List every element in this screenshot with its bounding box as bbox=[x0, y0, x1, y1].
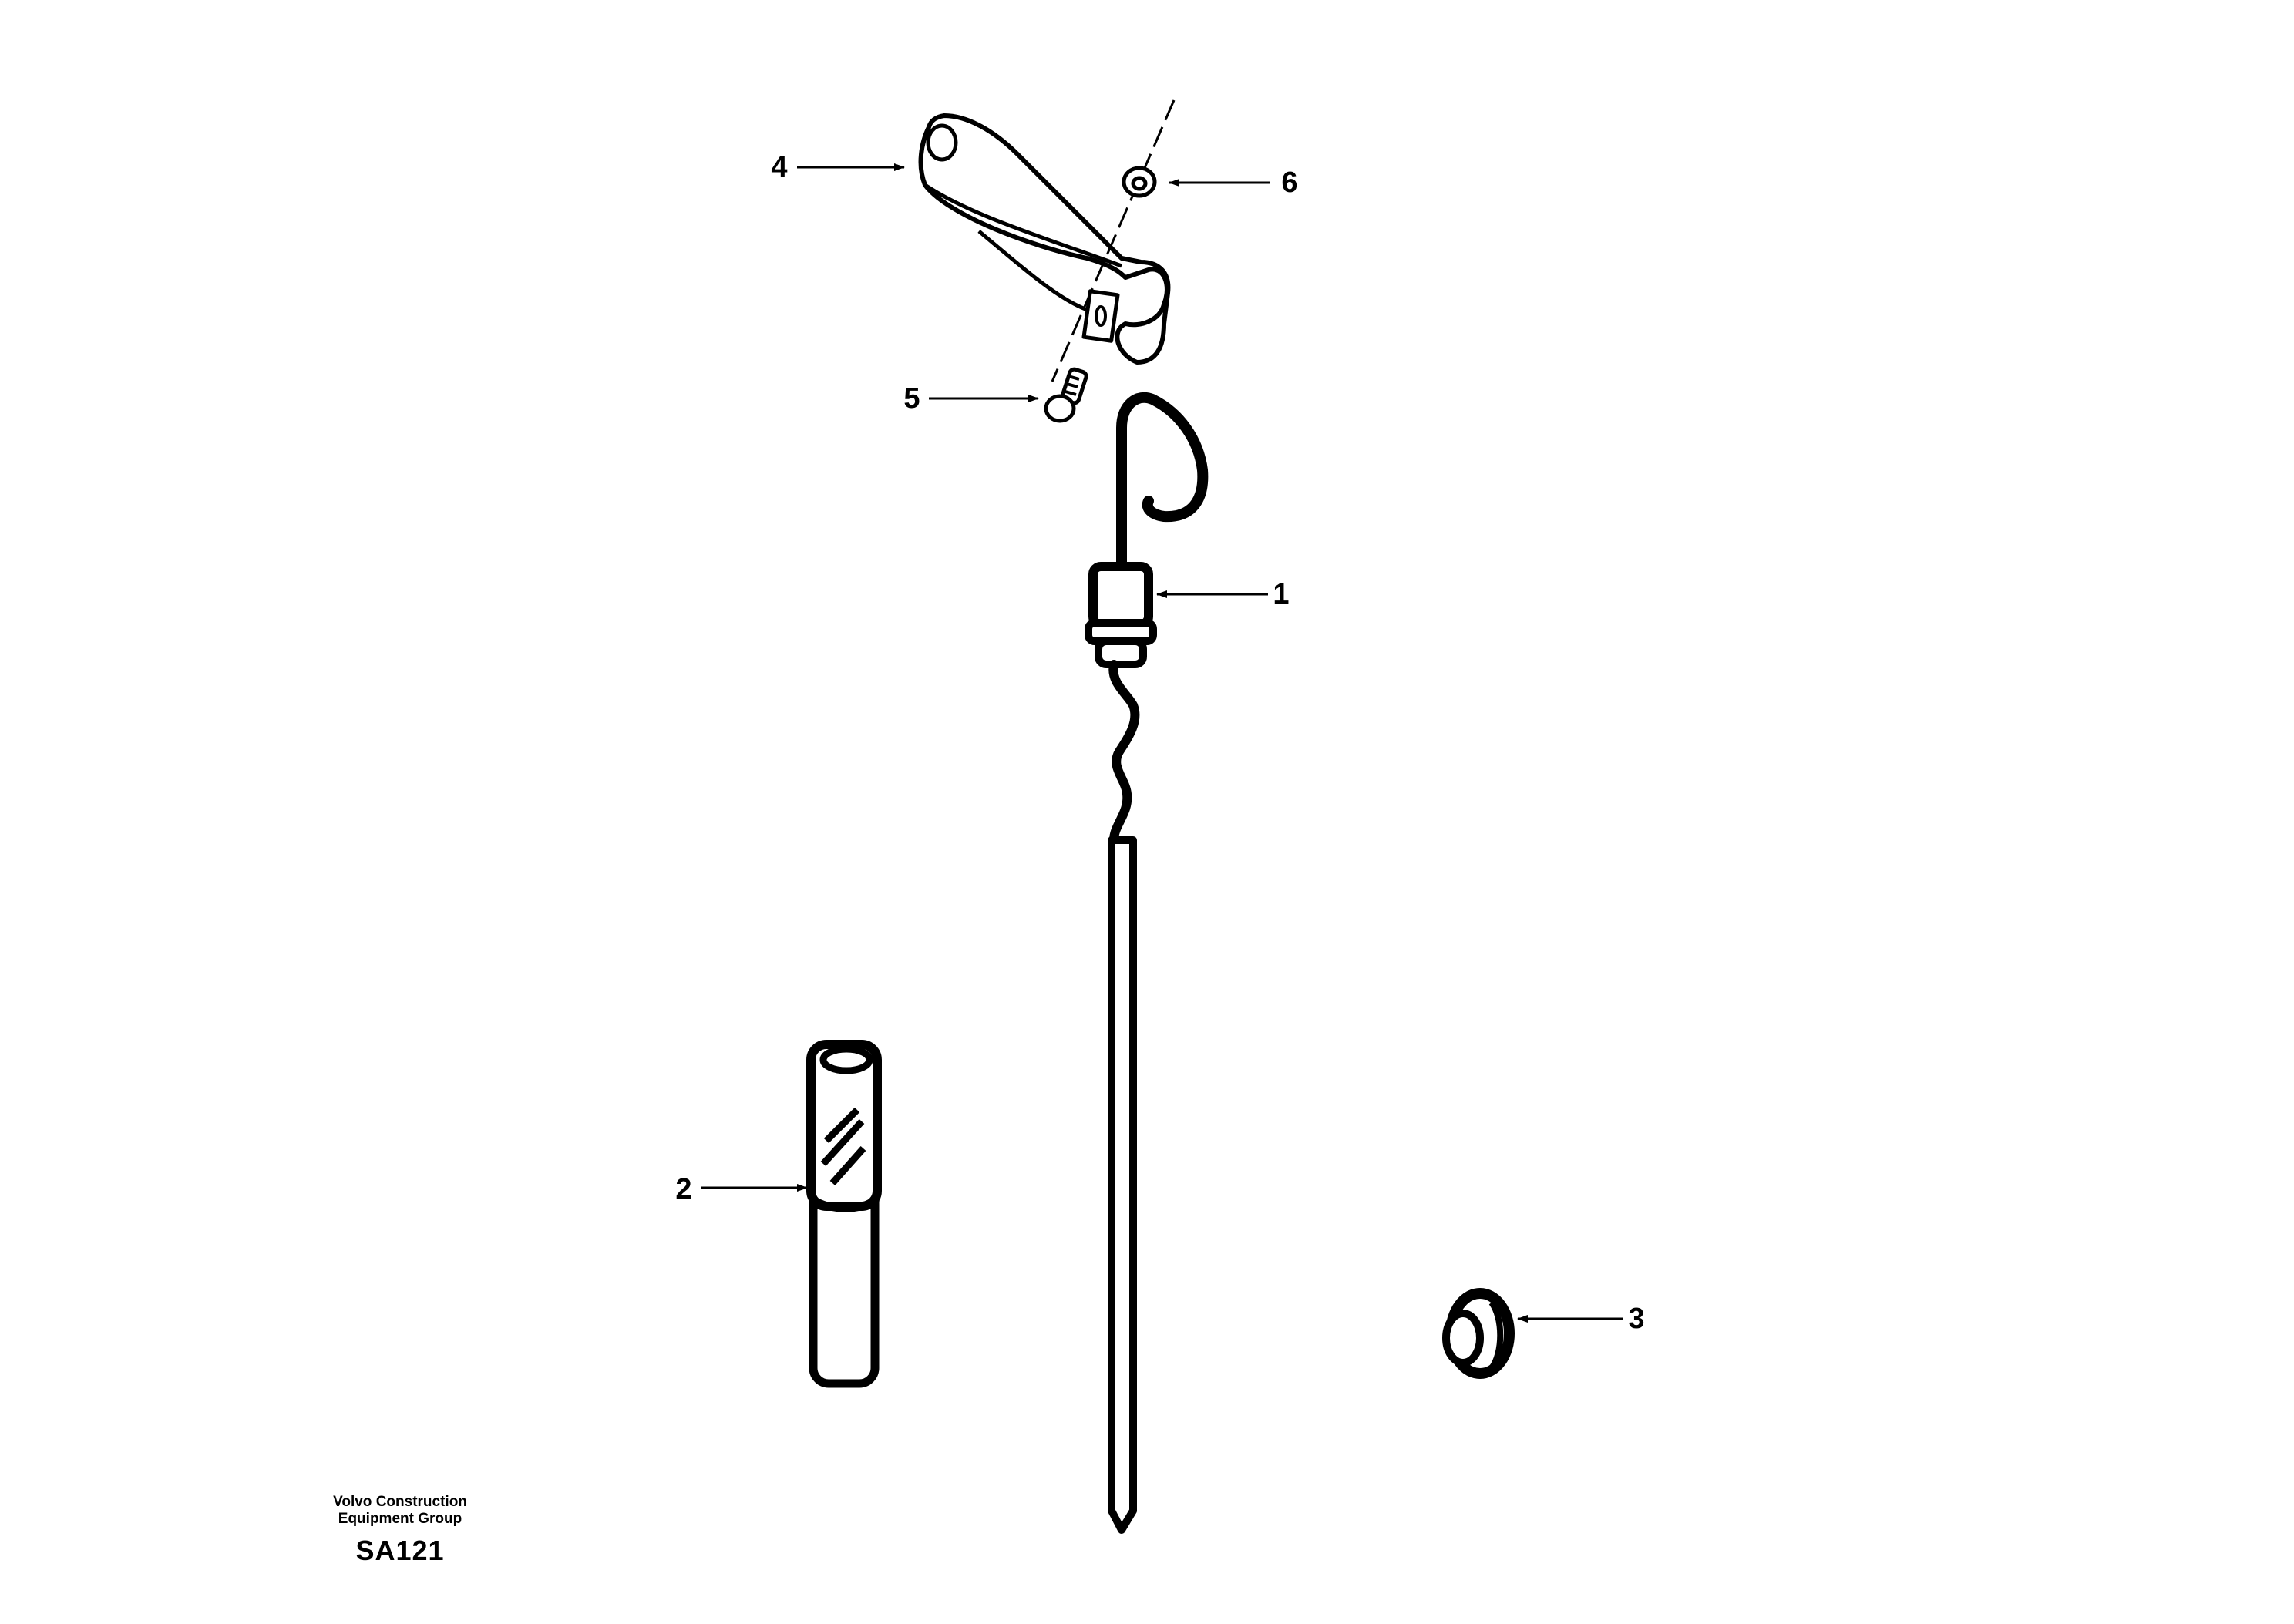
assembly-centerline bbox=[1051, 99, 1176, 382]
callout-6-label: 6 bbox=[1281, 166, 1298, 199]
callout-4-label: 4 bbox=[771, 151, 788, 183]
callout-2-label: 2 bbox=[675, 1173, 692, 1205]
org-name-line2: Equipment Group bbox=[338, 1511, 462, 1527]
callout-5-label: 5 bbox=[903, 382, 920, 415]
illustration-code: SA121 bbox=[355, 1535, 445, 1566]
callout-3-label: 3 bbox=[1628, 1303, 1645, 1335]
callout-1-label: 1 bbox=[1273, 578, 1290, 610]
footer-credit: Volvo Construction Equipment Group SA121 bbox=[333, 1494, 467, 1566]
part-1-dipstick bbox=[1085, 392, 1209, 1534]
part-5-screw bbox=[1044, 367, 1088, 423]
part-4-bracket-clamp bbox=[918, 113, 1171, 365]
org-name-line1: Volvo Construction bbox=[333, 1494, 467, 1510]
part-3-sealing-ring bbox=[1442, 1288, 1515, 1379]
part-6-nut bbox=[1122, 166, 1157, 198]
part-2-guide-tube bbox=[806, 1040, 882, 1388]
